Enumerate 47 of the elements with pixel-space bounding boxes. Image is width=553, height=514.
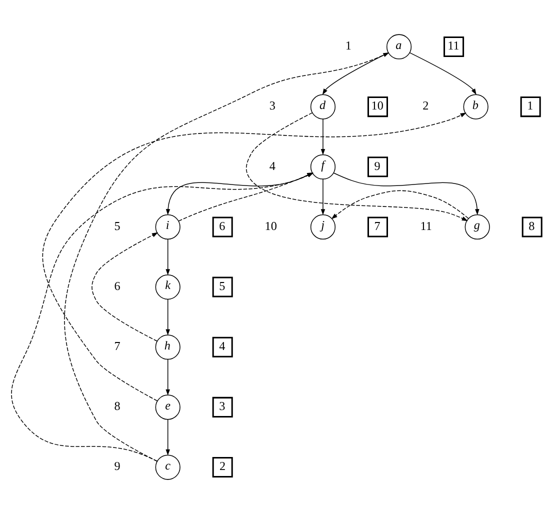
arrow <box>320 178 326 216</box>
node-label: 2 <box>422 98 429 113</box>
node-circle: j <box>310 214 336 240</box>
arrow <box>333 172 480 216</box>
node-label: 9 <box>114 459 120 474</box>
node-label: 7 <box>114 339 120 354</box>
node-circle: k <box>155 274 180 300</box>
arrow <box>320 118 326 156</box>
node-box: 8 <box>522 216 542 238</box>
node-label: 6 <box>114 278 120 293</box>
node-circle: h <box>155 334 180 360</box>
node-circle: e <box>155 394 180 420</box>
arrow <box>166 298 170 336</box>
node-label: 3 <box>269 98 276 113</box>
node-circle: g <box>464 214 490 240</box>
node-box: 6 <box>212 216 233 238</box>
arrow <box>166 238 170 276</box>
arrow <box>331 190 469 220</box>
node-circle: c <box>155 454 180 480</box>
node-label: 1 <box>345 38 352 53</box>
arrow <box>166 358 170 396</box>
node-circle: i <box>155 214 180 240</box>
node-box: 2 <box>212 457 233 478</box>
node-label: 10 <box>264 218 277 233</box>
arrow <box>246 112 468 222</box>
node-box: 3 <box>212 396 233 418</box>
node-label: 8 <box>114 399 120 414</box>
arrow <box>92 232 158 342</box>
node-circle: f <box>310 154 336 180</box>
node-box: 5 <box>212 276 233 298</box>
node-box: 10 <box>367 96 388 118</box>
node-box: 4 <box>212 336 233 358</box>
node-circle: a <box>386 34 412 60</box>
arrow <box>166 419 170 456</box>
node-box: 11 <box>444 36 464 57</box>
node-circle: b <box>463 94 488 120</box>
node-label: 5 <box>114 218 120 233</box>
arrow <box>322 52 389 95</box>
arrow <box>64 52 390 462</box>
arrow <box>42 112 466 402</box>
arrow <box>409 52 476 95</box>
node-label: 11 <box>420 218 432 233</box>
node-box: 7 <box>367 216 388 238</box>
node-circle: d <box>310 94 336 120</box>
node-box: 9 <box>367 156 388 178</box>
node-label: 4 <box>269 158 276 173</box>
node-box: 1 <box>520 96 541 118</box>
